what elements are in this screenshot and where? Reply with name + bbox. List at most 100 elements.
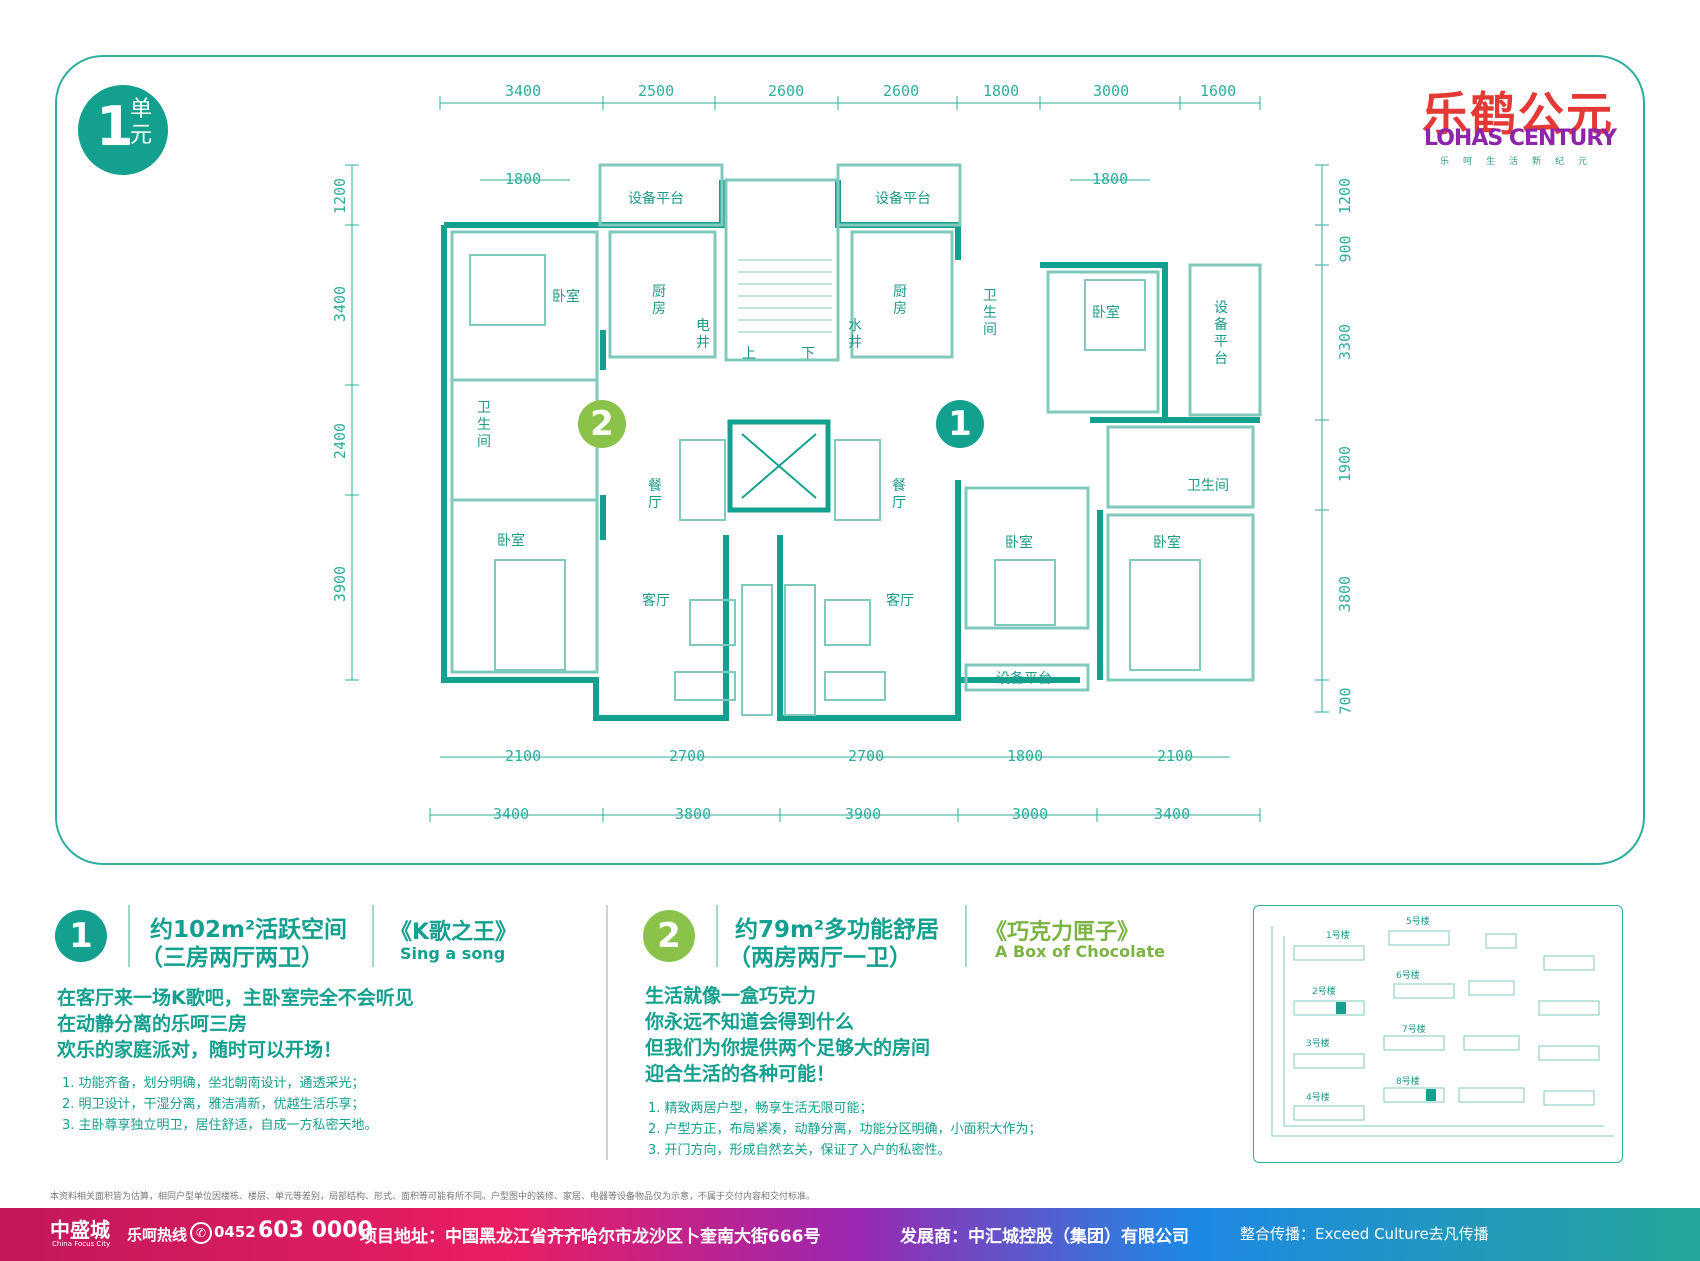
type1-points: 1. 功能齐备，划分明确，坐北朝南设计，通透采光； 2. 明卫设计，干湿分离，雅…: [62, 1073, 378, 1136]
type1-subtitle: （三房两厅两卫）: [140, 945, 324, 971]
site-bld-1: 1号楼: [1326, 931, 1350, 941]
room-equip-right: 设备平台: [1214, 300, 1228, 367]
dim-top-outer-5: 1800: [983, 82, 1020, 100]
plan-marker-two: 2: [578, 400, 626, 448]
footer-hotline-label: 乐呵热线: [127, 1226, 188, 1244]
dim-top-outer-6: 3000: [1093, 82, 1130, 100]
dim-left-4: 3900: [331, 565, 350, 603]
type1-point-1: 1. 功能齐备，划分明确，坐北朝南设计，通透采光；: [62, 1076, 365, 1091]
footer-brand: 中盛城: [50, 1218, 110, 1242]
site-bld-4: 4号楼: [1306, 1093, 1330, 1103]
type2-title: 约79m²多功能舒居: [735, 917, 940, 943]
type1-point-3: 3. 主卧尊享独立明卫，居住舒适，自成一方私密天地。: [62, 1118, 378, 1133]
dim-bottom-outer-1: 3400: [493, 805, 530, 823]
dim-bottom-outer-4: 3000: [1012, 805, 1049, 823]
room-bath-center: 卫生间: [983, 288, 997, 338]
dim-top-outer-4: 2600: [883, 82, 920, 100]
footer-hotline-number: 603 0000: [258, 1218, 373, 1243]
site-bld-6: 6号楼: [1396, 971, 1420, 981]
type1-divider-b: [372, 905, 374, 967]
dim-right-4: 1900: [1336, 445, 1355, 483]
type2-headline-1: 生活就像一盒巧克力: [645, 985, 817, 1007]
type2-point-1: 1. 精致两居户型，畅享生活无限可能；: [648, 1101, 873, 1116]
type2-divider-a: [716, 905, 718, 967]
dim-top-outer-2: 2500: [638, 82, 675, 100]
dim-bottom-inner-3: 2700: [848, 747, 885, 765]
footer-developer: 发展商：中汇城控股（集团）有限公司: [900, 1227, 1189, 1247]
dim-top-inner-left: 1800: [505, 170, 542, 188]
room-living-left: 客厅: [642, 593, 670, 609]
dim-top-inner-right: 1800: [1092, 170, 1129, 188]
type2-song-en: A Box of Chocolate: [995, 942, 1165, 961]
room-bedroom-nw: 卧室: [552, 289, 580, 305]
dim-bottom-outer-2: 3800: [675, 805, 712, 823]
dim-bottom-outer-3: 3900: [845, 805, 882, 823]
section-divider: [606, 905, 608, 1160]
site-map-drawing: [1271, 926, 1614, 1137]
unit-number: 1: [96, 95, 134, 158]
phone-icon: ✆: [190, 1222, 212, 1244]
type2-point-2: 2. 户型方正，布局紧凑，动静分离，功能分区明确，小面积大作为；: [648, 1122, 1042, 1137]
stair-up: 上: [742, 346, 756, 362]
site-bld-7: 7号楼: [1402, 1025, 1426, 1035]
plan-marker-one: 1: [936, 400, 984, 448]
room-kitchen-right: 厨房: [893, 284, 907, 317]
unit-label: 单元: [130, 97, 153, 148]
type1-headline: 在客厅来一场K歌吧，主卧室完全不会听见 在动静分离的乐呵三房 欢乐的家庭派对，随…: [57, 985, 414, 1063]
type2-subtitle: （两房两厅一卫）: [728, 945, 912, 971]
dim-top-outer-1: 3400: [505, 82, 542, 100]
room-water-shaft: 水井: [848, 318, 862, 351]
dim-top-outer-3: 2600: [768, 82, 805, 100]
dim-bottom-inner-5: 2100: [1157, 747, 1194, 765]
type1-headline-1: 在客厅来一场K歌吧，主卧室完全不会听见: [57, 987, 414, 1009]
type1-marker: 1: [55, 910, 107, 962]
type2-headline-4: 迎合生活的各种可能！: [645, 1063, 836, 1085]
dim-left-1: 1200: [331, 177, 350, 215]
dim-right-6: 700: [1336, 687, 1355, 715]
type1-headline-2: 在动静分离的乐呵三房: [57, 1013, 248, 1035]
dim-right-1: 1200: [1336, 177, 1355, 215]
type2-points: 1. 精致两居户型，畅享生活无限可能； 2. 户型方正，布局紧凑，动静分离，功能…: [648, 1098, 1042, 1161]
room-bedroom-sw: 卧室: [497, 533, 525, 549]
unit-badge: 1 单元: [78, 85, 168, 175]
type2-marker: 2: [643, 910, 695, 962]
logo-en: LOHAS CENTURY: [1424, 126, 1617, 151]
type2-divider-b: [965, 905, 967, 967]
type2-headline-2: 你永远不知道会得到什么: [645, 1011, 855, 1033]
room-equip-top-right: 设备平台: [875, 191, 931, 207]
room-bath-right: 卫生间: [1187, 478, 1229, 494]
type2-headline: 生活就像一盒巧克力 你永远不知道会得到什么 但我们为你提供两个足够大的房间 迎合…: [645, 983, 930, 1087]
dim-right-2: 900: [1336, 235, 1355, 263]
type1-headline-3: 欢乐的家庭派对，随时可以开场！: [57, 1039, 343, 1061]
type1-title: 约102m²活跃空间: [150, 917, 348, 943]
disclaimer-text: 本资料相关面积皆为估算，相同户型单位因楼栋、楼层、单元等差别，局部结构、形式、面…: [50, 1192, 816, 1202]
type1-song: 《K歌之王》: [390, 920, 518, 945]
room-kitchen-left: 厨房: [652, 284, 666, 317]
room-dining-right: 餐厅: [892, 478, 906, 511]
type1-song-en: Sing a song: [400, 944, 506, 963]
room-equip-bottom: 设备平台: [996, 671, 1052, 687]
type2-point-3: 3. 开门方向，形成自然玄关，保证了入户的私密性。: [648, 1143, 951, 1158]
type1-divider-a: [128, 905, 130, 967]
dim-right-5: 3800: [1336, 575, 1355, 613]
type2-song: 《巧克力匣子》: [985, 920, 1140, 945]
dim-left-3: 2400: [331, 422, 350, 460]
room-bath-left: 卫生间: [477, 400, 491, 450]
site-bld-3: 3号楼: [1306, 1039, 1330, 1049]
type1-point-2: 2. 明卫设计，干湿分离，雅洁清新，优越生活乐享；: [62, 1097, 365, 1112]
site-bld-8: 8号楼: [1396, 1077, 1420, 1087]
room-dining-left: 餐厅: [648, 478, 662, 511]
dim-bottom-inner-1: 2100: [505, 747, 542, 765]
footer-brand-en: China Focus City: [52, 1240, 111, 1248]
floorplan-frame: [55, 55, 1645, 865]
dim-right-3: 3300: [1336, 323, 1355, 361]
dim-top-outer-7: 1600: [1200, 82, 1237, 100]
lohas-logo: 乐鹤公元 LOHAS CENTURY 乐呵生活新纪元: [1420, 78, 1620, 168]
dim-bottom-outer-5: 3400: [1154, 805, 1191, 823]
dim-bottom-inner-2: 2700: [669, 747, 706, 765]
logo-tagline: 乐呵生活新纪元: [1440, 157, 1602, 167]
type2-headline-3: 但我们为你提供两个足够大的房间: [645, 1037, 931, 1059]
footer-hotline-code: 0452: [214, 1223, 256, 1241]
footer-agency: 整合传播：Exceed Culture去凡传播: [1240, 1225, 1489, 1243]
